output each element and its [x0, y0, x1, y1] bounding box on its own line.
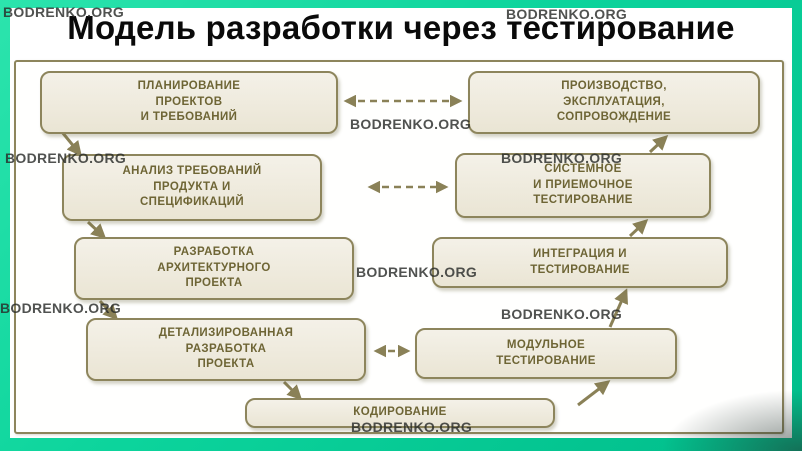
box-planning: ПЛАНИРОВАНИЕ ПРОЕКТОВ И ТРЕБОВАНИЙ: [40, 71, 338, 134]
box-architecture-label: РАЗРАБОТКА АРХИТЕКТУРНОГО ПРОЕКТА: [157, 246, 271, 290]
watermark: BODRENKO.ORG: [0, 300, 122, 316]
box-production-label: ПРОИЗВОДСТВО, ЭКСПЛУАТАЦИЯ, СОПРОВОЖДЕНИ…: [556, 80, 672, 124]
box-system-testing: СИСТЕМНОЕ И ПРИЕМОЧНОЕ ТЕСТИРОВАНИЕ: [455, 153, 711, 218]
watermark: BODRENKO.ORG: [501, 306, 623, 322]
box-coding-label: КОДИРОВАНИЕ: [353, 406, 447, 419]
box-analysis-label: АНАЛИЗ ТРЕБОВАНИЙ ПРОДУКТА И СПЕЦИФИКАЦИ…: [122, 165, 262, 209]
watermark: BODRENKO.ORG: [350, 116, 472, 132]
watermark: BODRENKO.ORG: [3, 4, 125, 20]
box-integration: ИНТЕГРАЦИЯ И ТЕСТИРОВАНИЕ: [432, 237, 728, 288]
box-module-testing: МОДУЛЬНОЕ ТЕСТИРОВАНИЕ: [415, 328, 677, 379]
box-detailed-design: ДЕТАЛИЗИРОВАННАЯ РАЗРАБОТКА ПРОЕКТА: [86, 318, 366, 381]
watermark: BODRENKO.ORG: [351, 419, 473, 435]
box-coding: КОДИРОВАНИЕ: [245, 398, 555, 428]
box-detailed-design-label: ДЕТАЛИЗИРОВАННАЯ РАЗРАБОТКА ПРОЕКТА: [158, 327, 294, 371]
box-integration-label: ИНТЕГРАЦИЯ И ТЕСТИРОВАНИЕ: [530, 247, 630, 276]
box-analysis: АНАЛИЗ ТРЕБОВАНИЙ ПРОДУКТА И СПЕЦИФИКАЦИ…: [62, 154, 322, 221]
slide-title: Модель разработки через тестирование: [67, 9, 735, 46]
watermark: BODRENKO.ORG: [506, 6, 628, 22]
box-production: ПРОИЗВОДСТВО, ЭКСПЛУАТАЦИЯ, СОПРОВОЖДЕНИ…: [468, 71, 760, 134]
watermark: BODRENKO.ORG: [5, 150, 127, 166]
box-architecture: РАЗРАБОТКА АРХИТЕКТУРНОГО ПРОЕКТА: [74, 237, 354, 300]
box-module-testing-label: МОДУЛЬНОЕ ТЕСТИРОВАНИЕ: [496, 338, 596, 367]
box-system-testing-label: СИСТЕМНОЕ И ПРИЕМОЧНОЕ ТЕСТИРОВАНИЕ: [533, 163, 633, 207]
watermark: BODRENKO.ORG: [501, 150, 623, 166]
watermark: BODRENKO.ORG: [356, 264, 478, 280]
box-planning-label: ПЛАНИРОВАНИЕ ПРОЕКТОВ И ТРЕБОВАНИЙ: [137, 80, 241, 124]
